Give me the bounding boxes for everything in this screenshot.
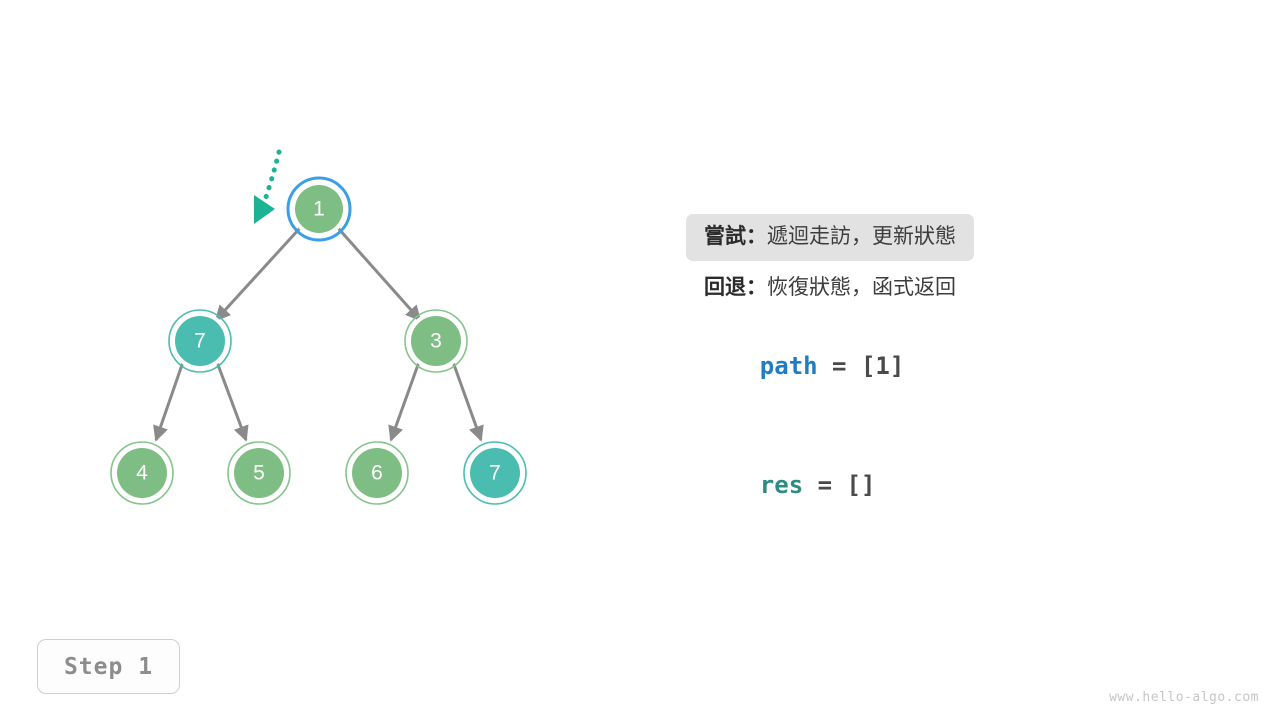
node-7r-fill <box>470 448 520 498</box>
try-phase-row: 嘗試：遞迴走訪，更新狀態 <box>686 214 974 261</box>
tree-node-7-right[interactable]: 7 <box>463 441 527 505</box>
pointer-dotted-curve-icon <box>262 149 282 203</box>
step-badge: Step 1 <box>37 639 180 694</box>
explanation-panel: 嘗試：遞迴走訪，更新狀態 回退：恢復狀態，函式返回 <box>686 214 1226 312</box>
node-3-label: 3 <box>430 330 442 353</box>
node-6-label: 6 <box>371 462 383 485</box>
node-1-outer-ring <box>286 176 352 242</box>
node-5-outer-ring <box>227 441 291 505</box>
res-variable-value: = [] <box>803 471 876 499</box>
edge-3-to-7r <box>451 361 484 442</box>
node-1-label: 1 <box>313 198 325 221</box>
tree-node-4[interactable]: 4 <box>110 441 174 505</box>
tree-nodes: 1 7 3 4 <box>110 176 527 505</box>
tree-node-6[interactable]: 6 <box>345 441 409 505</box>
node-7l-fill <box>175 316 225 366</box>
current-node-pointer <box>254 149 282 224</box>
watermark: www.hello-algo.com <box>1109 690 1259 705</box>
backtrack-phase-lead: 回退： <box>704 276 767 299</box>
node-7r-label: 7 <box>489 462 501 485</box>
edge-3-to-6 <box>388 361 421 442</box>
node-1-fill <box>295 185 343 233</box>
node-4-outer-ring <box>110 441 174 505</box>
node-7r-outer-ring <box>463 441 527 505</box>
node-3-fill <box>411 316 461 366</box>
tree-node-5[interactable]: 5 <box>227 441 291 505</box>
tree-node-1[interactable]: 1 <box>286 176 352 242</box>
node-6-fill <box>352 448 402 498</box>
node-5-fill <box>234 448 284 498</box>
node-4-label: 4 <box>136 462 148 485</box>
edge-1-to-7l <box>214 226 302 322</box>
path-variable-value: = [1] <box>817 352 905 380</box>
step-badge-label: Step 1 <box>63 653 154 680</box>
backtrack-phase-row: 回退：恢復狀態，函式返回 <box>686 265 974 312</box>
tree-node-3[interactable]: 3 <box>404 309 468 373</box>
res-variable-name: res <box>759 471 804 499</box>
tree-edges <box>153 226 484 442</box>
node-7l-label: 7 <box>194 330 206 353</box>
edge-7l-to-5 <box>215 361 249 442</box>
path-variable-name: path <box>759 352 818 380</box>
node-7l-outer-ring <box>168 309 232 373</box>
node-6-outer-ring <box>345 441 409 505</box>
backtrack-phase-body: 恢復狀態，函式返回 <box>767 276 956 299</box>
try-phase-lead: 嘗試： <box>704 225 767 248</box>
tree-node-7-left[interactable]: 7 <box>168 309 232 373</box>
path-variable-line: path = [1] <box>702 330 905 402</box>
pointer-arrowhead-icon <box>254 195 275 224</box>
edge-1-to-3 <box>336 227 422 322</box>
try-phase-body: 遞迴走訪，更新狀態 <box>767 225 956 248</box>
node-4-fill <box>117 448 167 498</box>
res-variable-line: res = [] <box>702 449 876 521</box>
edge-7l-to-4 <box>153 361 185 442</box>
node-5-label: 5 <box>253 462 265 485</box>
node-3-outer-ring <box>404 309 468 373</box>
